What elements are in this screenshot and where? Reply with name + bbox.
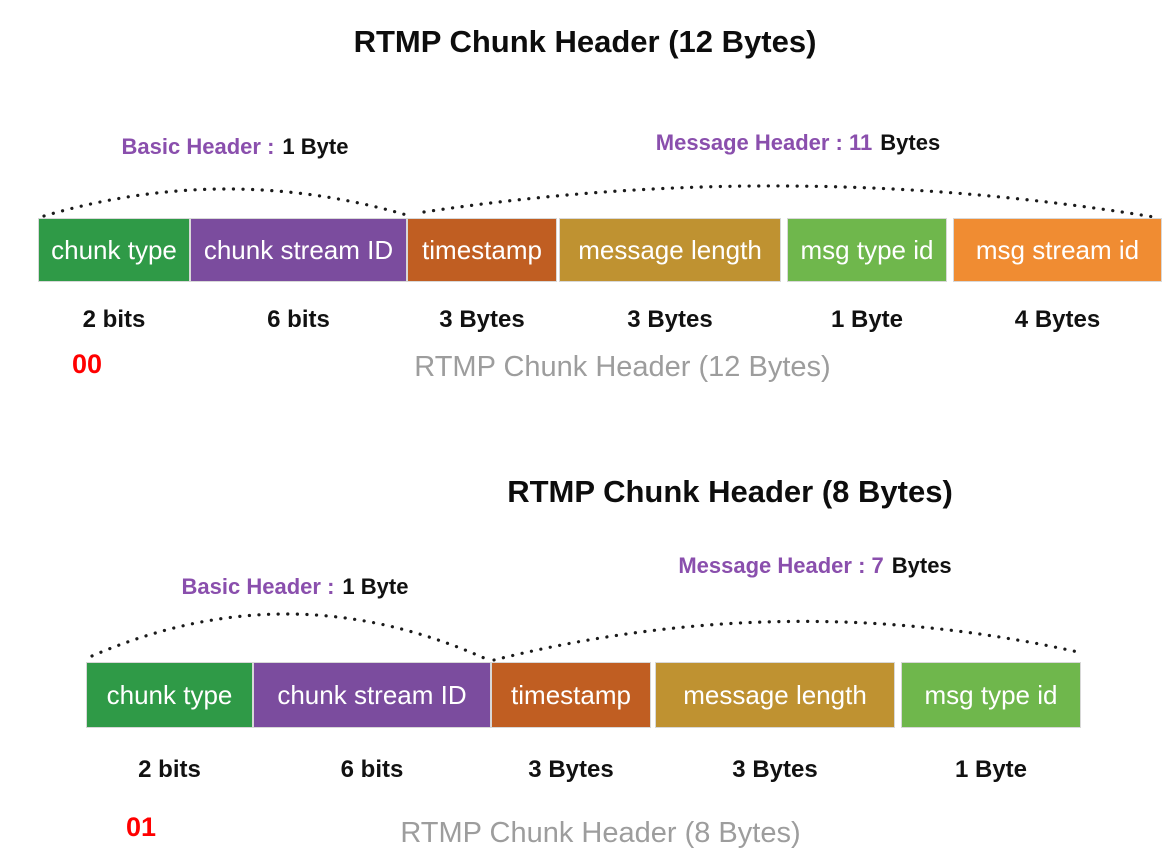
field-chunk-stream-id: chunk stream ID bbox=[190, 218, 407, 282]
d12-caption: RTMP Chunk Header (12 Bytes) bbox=[414, 351, 831, 383]
message-header-size: Bytes bbox=[891, 553, 952, 578]
field-chunk-stream-id: chunk stream ID bbox=[253, 662, 491, 728]
field-size-label: 3 Bytes bbox=[627, 306, 713, 333]
page-title-2: RTMP Chunk Header (8 Bytes) bbox=[507, 474, 953, 509]
field-message-length: message length bbox=[655, 662, 895, 728]
field-size-label: 1 Byte bbox=[830, 306, 904, 333]
d8-message-header-arc bbox=[492, 619, 1080, 662]
message-header-name: Message Header : 7 bbox=[678, 553, 884, 578]
page-title: RTMP Chunk Header (12 Bytes) bbox=[353, 24, 817, 59]
d12-message-header-label: Message Header : 11 Bytes bbox=[498, 130, 1098, 156]
basic-header-name: Basic Header : bbox=[121, 134, 275, 159]
field-chunk-type: chunk type bbox=[86, 662, 253, 728]
d8-chunk-type-bits: 01 bbox=[126, 812, 157, 842]
field-size-label: 1 Byte bbox=[954, 756, 1028, 783]
message-header-size: Bytes bbox=[880, 130, 941, 155]
d8-message-header-label: Message Header : 7 Bytes bbox=[515, 553, 1115, 579]
basic-header-size: 1 Byte bbox=[342, 574, 409, 599]
d8-basic-header-arc bbox=[90, 612, 486, 660]
field-size-label: 3 Bytes bbox=[528, 756, 614, 783]
field-msg-type-id: msg type id bbox=[787, 218, 947, 282]
field-size-label: 4 Bytes bbox=[1014, 306, 1101, 333]
field-size-label: 3 Bytes bbox=[732, 756, 818, 783]
d12-basic-header-arc bbox=[42, 187, 412, 218]
d12-basic-header-label: Basic Header : 1 Byte bbox=[40, 134, 430, 160]
field-message-length: message length bbox=[559, 218, 781, 282]
field-timestamp: timestamp bbox=[407, 218, 557, 282]
d12-message-header-arc bbox=[422, 184, 1162, 220]
field-timestamp: timestamp bbox=[491, 662, 651, 728]
d12-chunk-type-bits: 00 bbox=[72, 349, 103, 379]
field-size-label: 6 bits bbox=[340, 756, 404, 783]
basic-header-name: Basic Header : bbox=[181, 574, 335, 599]
message-header-name: Message Header : 11 bbox=[655, 130, 873, 155]
field-chunk-type: chunk type bbox=[38, 218, 190, 282]
field-msg-stream-id: msg stream id bbox=[953, 218, 1162, 282]
field-size-label: 3 Bytes bbox=[439, 306, 525, 333]
basic-header-size: 1 Byte bbox=[282, 134, 349, 159]
field-msg-type-id: msg type id bbox=[901, 662, 1081, 728]
field-size-label: 2 bits bbox=[82, 306, 146, 333]
d8-caption: RTMP Chunk Header (8 Bytes) bbox=[400, 817, 801, 849]
field-size-label: 2 bits bbox=[138, 756, 201, 783]
d8-basic-header-label: Basic Header : 1 Byte bbox=[95, 574, 495, 600]
field-size-label: 6 bits bbox=[267, 306, 330, 333]
